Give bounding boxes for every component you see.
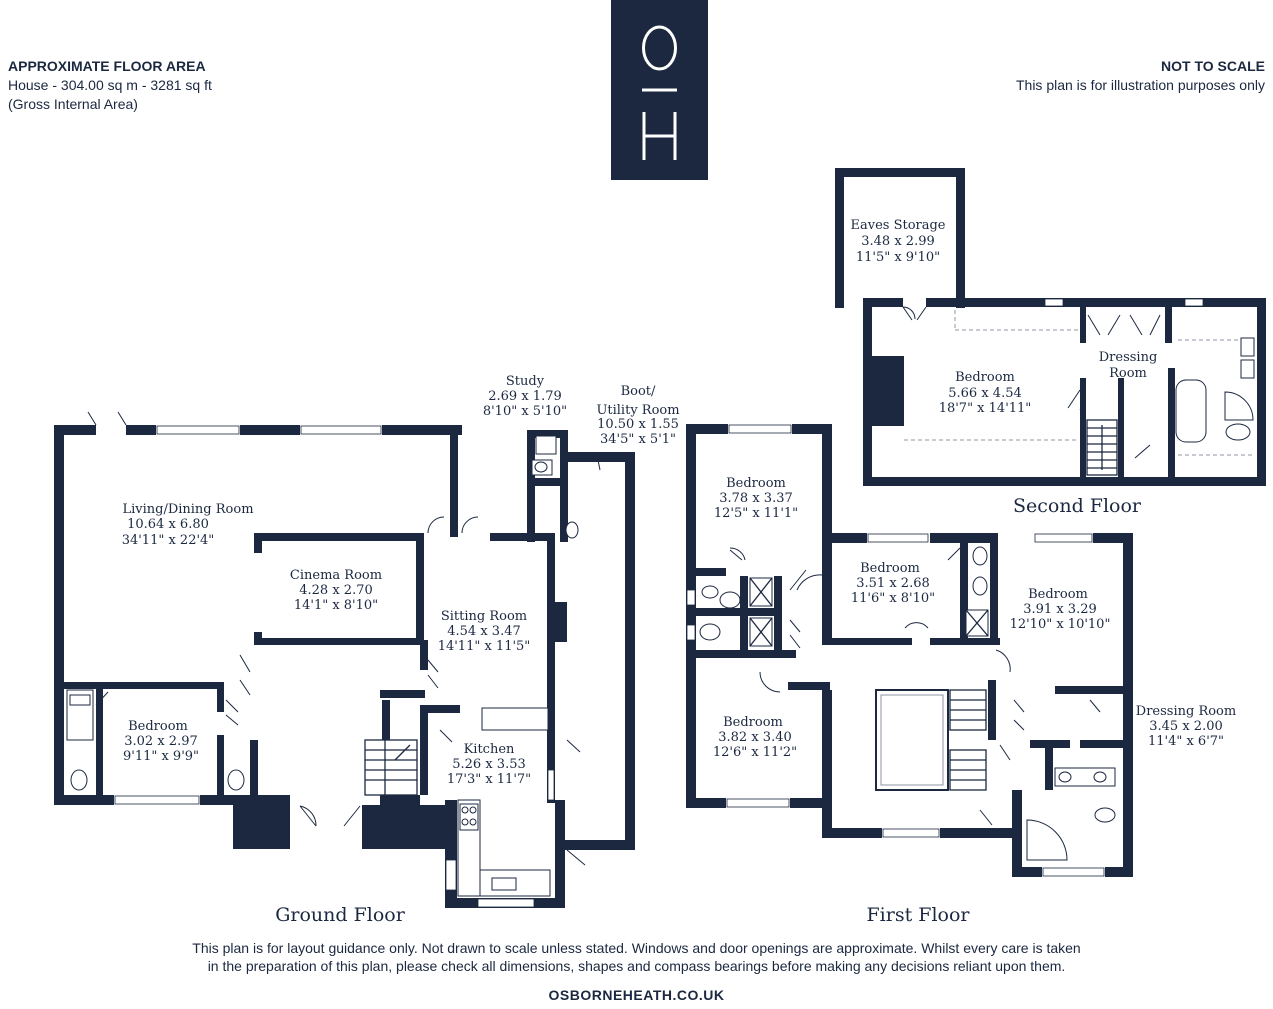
kitchen-metric: 5.26 x 3.53 bbox=[452, 757, 526, 772]
room-label-dressing-first: Dressing Room 3.45 x 2.00 11'4" x 6'7" bbox=[1136, 704, 1236, 749]
living-dining-metric: 10.64 x 6.80 bbox=[127, 517, 209, 532]
bedroom-ground-name: Bedroom bbox=[128, 719, 188, 734]
not-to-scale-title: NOT TO SCALE bbox=[1161, 58, 1265, 74]
cinema-name: Cinema Room bbox=[290, 568, 382, 583]
eaves-storage-imperial: 11'5" x 9'10" bbox=[856, 250, 940, 265]
bedroom-first-1-imperial: 12'5" x 11'1" bbox=[714, 506, 798, 521]
bedroom-first-2-metric: 3.51 x 2.68 bbox=[856, 576, 930, 591]
study-imperial: 8'10" x 5'10" bbox=[483, 404, 567, 419]
bedroom-ground-metric: 3.02 x 2.97 bbox=[124, 734, 198, 749]
room-label-boot-utility: Boot/ Utility Room 10.50 x 1.55 34'5" x … bbox=[596, 384, 679, 447]
living-dining-imperial: 34'11" x 22'4" bbox=[122, 533, 215, 548]
first-floor-plan bbox=[686, 424, 1133, 877]
bedroom-second-metric: 5.66 x 4.54 bbox=[948, 386, 1022, 401]
disclaimer: This plan is for layout guidance only. N… bbox=[0, 939, 1273, 975]
room-label-eaves-storage: Eaves Storage 3.48 x 2.99 11'5" x 9'10" bbox=[850, 218, 945, 265]
first-floor-title: First Floor bbox=[867, 904, 971, 926]
dressing-first-metric: 3.45 x 2.00 bbox=[1149, 719, 1223, 734]
eaves-storage-metric: 3.48 x 2.99 bbox=[861, 234, 935, 249]
bedroom-second-imperial: 18'7" x 14'11" bbox=[939, 401, 1032, 416]
scale-note-block: NOT TO SCALE This plan is for illustrati… bbox=[1016, 57, 1265, 95]
room-label-bedroom-ground: Bedroom 3.02 x 2.97 9'11" x 9'9" bbox=[123, 719, 199, 764]
kitchen-imperial: 17'3" x 11'7" bbox=[447, 772, 531, 787]
room-label-living-dining: Living/Dining Room 10.64 x 6.80 34'11" x… bbox=[122, 502, 254, 548]
room-label-bedroom-first-4: Bedroom 3.82 x 3.40 12'6" x 11'2" bbox=[713, 715, 797, 760]
bedroom-first-1-name: Bedroom bbox=[726, 476, 786, 491]
second-floor-plan bbox=[835, 168, 1266, 486]
bedroom-first-1-metric: 3.78 x 3.37 bbox=[719, 491, 793, 506]
bedroom-second-name: Bedroom bbox=[955, 370, 1015, 385]
room-label-bedroom-first-2: Bedroom 3.51 x 2.68 11'6" x 8'10" bbox=[851, 561, 935, 606]
room-label-study: Study 2.69 x 1.79 8'10" x 5'10" bbox=[483, 374, 567, 419]
bedroom-first-3-metric: 3.91 x 3.29 bbox=[1023, 602, 1097, 617]
disclaimer-line-1: This plan is for layout guidance only. N… bbox=[192, 940, 1081, 956]
dressing-first-imperial: 11'4" x 6'7" bbox=[1148, 734, 1224, 749]
room-label-dressing-second: Dressing Room bbox=[1099, 350, 1158, 381]
boot-utility-name: Boot/ bbox=[621, 384, 656, 399]
disclaimer-line-2: in the preparation of this plan, please … bbox=[207, 958, 1066, 974]
ground-floor-title: Ground Floor bbox=[275, 904, 406, 926]
bedroom-first-4-imperial: 12'6" x 11'2" bbox=[713, 745, 797, 760]
sitting-name: Sitting Room bbox=[441, 609, 527, 624]
bedroom-first-4-metric: 3.82 x 3.40 bbox=[718, 730, 792, 745]
dressing-second-name2: Room bbox=[1109, 366, 1147, 381]
bedroom-ground-imperial: 9'11" x 9'9" bbox=[123, 749, 199, 764]
floor-plan: Eaves Storage 3.48 x 2.99 11'5" x 9'10" … bbox=[54, 168, 1266, 926]
gross-internal-area: (Gross Internal Area) bbox=[8, 96, 138, 112]
dressing-first-name: Dressing Room bbox=[1136, 704, 1236, 719]
bedroom-first-2-imperial: 11'6" x 8'10" bbox=[851, 591, 935, 606]
room-label-kitchen: Kitchen 5.26 x 3.53 17'3" x 11'7" bbox=[447, 742, 531, 787]
boot-utility-name2: Utility Room bbox=[596, 403, 679, 418]
living-dining-name: Living/Dining Room bbox=[122, 502, 253, 517]
cinema-imperial: 14'1" x 8'10" bbox=[294, 598, 378, 613]
bedroom-first-4-name: Bedroom bbox=[723, 715, 783, 730]
room-label-sitting: Sitting Room 4.54 x 3.47 14'11" x 11'5" bbox=[438, 609, 531, 654]
bedroom-first-3-name: Bedroom bbox=[1028, 587, 1088, 602]
website-link[interactable]: OSBORNEHEATH.CO.UK bbox=[548, 987, 725, 1003]
osborne-heath-logo bbox=[611, 0, 708, 180]
boot-utility-imperial: 34'5" x 5'1" bbox=[600, 432, 676, 447]
kitchen-name: Kitchen bbox=[464, 742, 515, 757]
floor-area-block: APPROXIMATE FLOOR AREA House - 304.00 sq… bbox=[8, 57, 212, 114]
eaves-storage-name: Eaves Storage bbox=[850, 218, 945, 233]
study-metric: 2.69 x 1.79 bbox=[488, 389, 562, 404]
illustration-note: This plan is for illustration purposes o… bbox=[1015, 77, 1265, 93]
house-area: House - 304.00 sq m - 3281 sq ft bbox=[8, 77, 212, 93]
ground-floor-plan bbox=[54, 411, 635, 908]
cinema-metric: 4.28 x 2.70 bbox=[299, 583, 373, 598]
sitting-metric: 4.54 x 3.47 bbox=[447, 624, 521, 639]
bedroom-first-3-imperial: 12'10" x 10'10" bbox=[1010, 617, 1111, 632]
room-label-bedroom-first-3: Bedroom 3.91 x 3.29 12'10" x 10'10" bbox=[1010, 587, 1111, 632]
room-label-bedroom-first-1: Bedroom 3.78 x 3.37 12'5" x 11'1" bbox=[714, 476, 798, 521]
bedroom-first-2-name: Bedroom bbox=[860, 561, 920, 576]
room-label-cinema: Cinema Room 4.28 x 2.70 14'1" x 8'10" bbox=[290, 568, 382, 613]
floor-area-title: APPROXIMATE FLOOR AREA bbox=[8, 58, 206, 74]
sitting-imperial: 14'11" x 11'5" bbox=[438, 639, 531, 654]
study-name: Study bbox=[506, 374, 545, 389]
oh-monogram-icon bbox=[642, 25, 677, 160]
dressing-second-name: Dressing bbox=[1099, 350, 1158, 365]
second-floor-title: Second Floor bbox=[1013, 495, 1142, 517]
boot-utility-metric: 10.50 x 1.55 bbox=[597, 417, 679, 432]
room-label-bedroom-second: Bedroom 5.66 x 4.54 18'7" x 14'11" bbox=[939, 370, 1032, 416]
